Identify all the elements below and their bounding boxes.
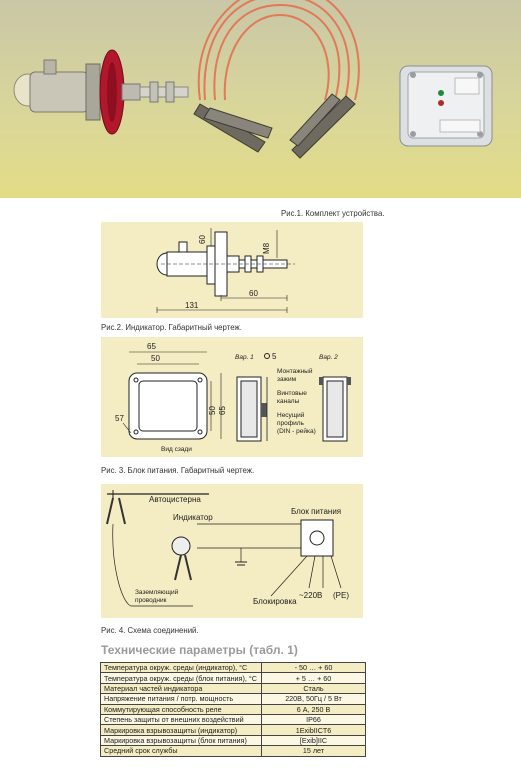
rail-label-1: Несущий [277, 411, 305, 419]
rail-label-2: профиль [277, 420, 305, 427]
indicator-dimensional-drawing: 60 M8 60 131 [156, 228, 295, 313]
power-supply-box [399, 65, 493, 147]
parameter-value: 15 лет [261, 745, 366, 757]
psu-label: Блок питания [291, 507, 341, 516]
product-photo [0, 0, 521, 198]
table-row: Температура окруж. среды (блок питания),… [100, 672, 366, 684]
figure-1-caption: Рис.1. Комплект устройства. [281, 208, 385, 218]
dim-hole-5: 5 [272, 352, 277, 361]
parameter-value: Сталь [261, 682, 366, 695]
screw-label-1: Винтовые [277, 390, 307, 397]
connection-diagram: Автоцистерна Индикатор Заземляющий прово… [106, 490, 349, 607]
table-row: Температура окруж. среды (индикатор), °С… [100, 661, 366, 674]
screw-label-2: каналы [277, 398, 300, 405]
table-row: Маркировка взрывозащиты (блок питания)[E… [100, 734, 366, 747]
parameter-value: 220В, 50Гц / 5 Вт [261, 693, 366, 705]
terminal-label-2: зажим [277, 376, 297, 383]
dim-height-50: 50 [208, 406, 217, 415]
parameter-name: Температура окруж. среды (индикатор), °С [100, 661, 262, 674]
dim-width-65: 65 [147, 342, 156, 351]
parameter-name: Температура окруж. среды (блок питания),… [100, 672, 262, 684]
connection-diagram-panel: Автоцистерна Индикатор Заземляющий прово… [101, 484, 363, 618]
psu-dimensional-drawing: 65 50 50 65 57 Вид сзади Вар. 1 5 Монтаж… [115, 342, 351, 453]
parameter-value: 1ExibIICT6 [261, 724, 366, 736]
parameter-value: IP66 [261, 713, 366, 726]
rear-view-label: Вид сзади [161, 446, 192, 453]
dim-length-131: 131 [185, 301, 199, 310]
indicator-device [13, 49, 189, 135]
specs-table: Температура окруж. среды (индикатор), °С… [100, 661, 366, 757]
psu-drawing-panel: 65 50 50 65 57 Вид сзади Вар. 1 5 Монтаж… [101, 337, 363, 457]
device-kit-illustration [13, 0, 493, 159]
variant-1-label: Вар. 1 [235, 354, 254, 361]
table-row: Маркировка взрывозащиты (индикатор)1Exib… [100, 724, 366, 736]
figure-4-caption: Рис. 4. Схема соединений. [101, 625, 199, 635]
parameter-value: [Exib]IIC [261, 734, 366, 747]
dim-height-65: 65 [218, 406, 227, 415]
blocking-label: Блокировка [253, 597, 297, 606]
ground-conductor-label-2: проводник [135, 597, 167, 604]
dim-width-50: 50 [151, 354, 160, 363]
figure-2-caption: Рис.2. Индикатор. Габаритный чертеж. [101, 322, 242, 332]
rail-label-3: (DIN - рейка) [277, 427, 316, 435]
parameter-name: Маркировка взрывозащиты (индикатор) [100, 724, 262, 736]
indicator-drawing-panel: 60 M8 60 131 [101, 222, 363, 318]
dim-57: 57 [115, 414, 124, 423]
dim-diameter-60: 60 [198, 235, 207, 244]
figure-3-caption: Рис. 3. Блок питания. Габаритный чертеж. [101, 465, 255, 475]
dim-thread-m8: M8 [262, 242, 271, 254]
parameter-name: Маркировка взрывозащиты (блок питания) [100, 734, 262, 747]
variant-2-label: Вар. 2 [319, 354, 338, 361]
ground-conductor-label-1: Заземляющий [135, 588, 179, 596]
parameter-name: Степень защиты от внешних воздействий [100, 713, 262, 726]
grounding-cable-with-clamps [193, 0, 360, 159]
parameter-name: Напряжение питания / потр. мощность [100, 693, 262, 705]
parameter-value: + 5 … + 60 [261, 672, 366, 684]
pe-label: (PE) [333, 591, 349, 600]
indicator-label: Индикатор [173, 513, 213, 522]
terminal-label-1: Монтажный [277, 367, 313, 375]
dim-length-60: 60 [249, 289, 258, 298]
parameter-name: Средний срок службы [100, 745, 262, 757]
ac-label: ~220В [299, 591, 322, 600]
specs-title: Технические параметры (табл. 1) [101, 643, 298, 657]
parameter-name: Коммутирующая способность реле [100, 703, 262, 715]
tanker-label: Автоцистерна [149, 495, 201, 504]
parameter-value: 6 А, 250 В [261, 703, 366, 715]
parameter-value: - 50 … + 60 [261, 661, 366, 674]
parameter-name: Материал частей индикатора [100, 682, 262, 695]
